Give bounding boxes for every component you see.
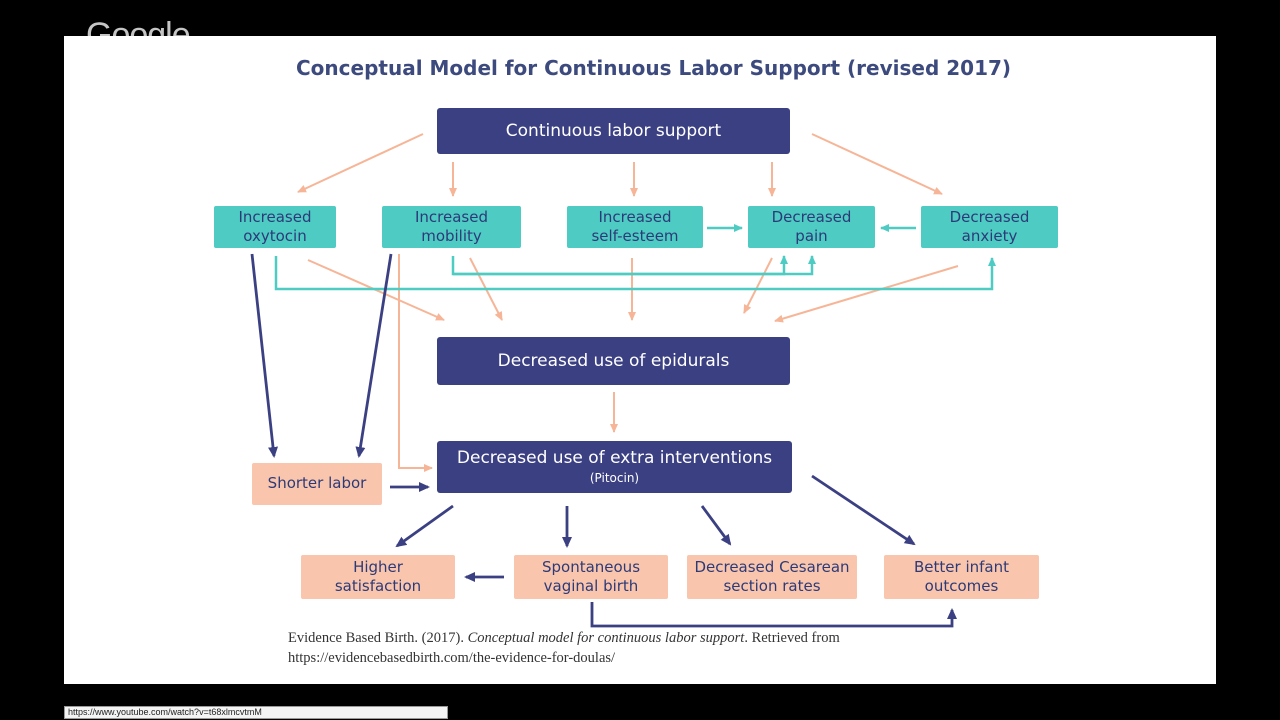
status-url-bar: https://www.youtube.com/watch?v=t68xlmcv…	[64, 706, 448, 719]
node-label: Shorter labor	[267, 474, 367, 493]
node-label-line1: Increased	[414, 207, 488, 226]
node-label-line2: outcomes	[924, 577, 999, 595]
node-label-line1: Spontaneous	[541, 557, 641, 576]
node-label-line1: Increased	[598, 207, 672, 226]
node-increased-mobility: Increased mobility	[382, 206, 521, 248]
node-label-line2: anxiety	[961, 227, 1018, 245]
diagram-title: Conceptual Model for Continuous Labor Su…	[296, 56, 1012, 80]
node-continuous-labor-support: Continuous labor support	[437, 108, 790, 154]
node-label-line2: self-esteem	[591, 227, 679, 245]
citation-work-title: Conceptual model for continuous labor su…	[467, 630, 745, 646]
node-label-line2: vaginal birth	[543, 577, 639, 595]
node-decreased-anxiety: Decreased anxiety	[921, 206, 1058, 248]
node-decreased-pain: Decreased pain	[748, 206, 875, 248]
node-sublabel: (Pitocin)	[589, 471, 640, 486]
arrow-mobility-pain-2	[453, 255, 788, 276]
node-label-line2: pain	[795, 227, 828, 245]
node-label-line2: satisfaction	[334, 577, 422, 595]
node-label: Decreased use of epidurals	[497, 350, 730, 371]
node-label-line2: mobility	[421, 227, 482, 245]
arrow-oxytocin-shorter-labor	[250, 253, 278, 458]
node-label-line1: Increased	[238, 207, 312, 226]
node-label-line1: Better infant	[914, 557, 1009, 576]
arrow-anxiety-epidurals	[774, 265, 959, 323]
citation-retrieved: . Retrieved from	[744, 630, 840, 646]
node-increased-self-esteem: Increased self-esteem	[567, 206, 703, 248]
arrow-interventions-infant	[811, 474, 916, 546]
node-label-line1: Decreased	[771, 207, 852, 226]
arrow-support-oxytocin	[297, 133, 424, 193]
node-label-line1: Decreased	[949, 207, 1030, 226]
arrow-interventions-cesarean	[700, 505, 732, 546]
slide: Conceptual Model for Continuous Labor Su…	[64, 36, 1216, 684]
arrow-mobility-shorter-labor	[355, 253, 393, 458]
arrow-pain-epidurals	[743, 257, 773, 314]
citation-url[interactable]: https://evidencebasedbirth.com/the-evide…	[288, 650, 616, 666]
node-higher-satisfaction: Higher satisfaction	[301, 555, 455, 599]
node-label-line1: Decreased Cesarean	[694, 557, 850, 576]
node-shorter-labor: Shorter labor	[252, 463, 382, 505]
arrow-interventions-satisfaction	[395, 504, 454, 548]
node-label-line2: oxytocin	[243, 227, 307, 245]
connector-arrows	[250, 133, 996, 628]
node-decreased-cesarean: Decreased Cesarean section rates	[687, 555, 857, 599]
arrow-spontaneous-infant	[590, 602, 957, 628]
arrow-support-anxiety	[811, 133, 943, 195]
node-better-infant-outcomes: Better infant outcomes	[884, 555, 1039, 599]
node-decreased-epidurals: Decreased use of epidurals	[437, 337, 790, 385]
node-label-line2: section rates	[723, 577, 821, 595]
node-decreased-interventions: Decreased use of extra interventions (Pi…	[437, 441, 792, 493]
arrow-oxytocin-anxiety	[274, 256, 996, 291]
arrow-mobility-interventions	[398, 254, 433, 472]
node-label: Continuous labor support	[505, 120, 722, 141]
node-label-line1: Higher	[353, 557, 403, 576]
node-spontaneous-vaginal-birth: Spontaneous vaginal birth	[514, 555, 668, 599]
citation-author-year: Evidence Based Birth. (2017).	[288, 630, 468, 646]
citation: Evidence Based Birth. (2017). Conceptual…	[288, 628, 840, 668]
node-increased-oxytocin: Increased oxytocin	[214, 206, 336, 248]
node-label: Decreased use of extra interventions	[456, 448, 773, 469]
